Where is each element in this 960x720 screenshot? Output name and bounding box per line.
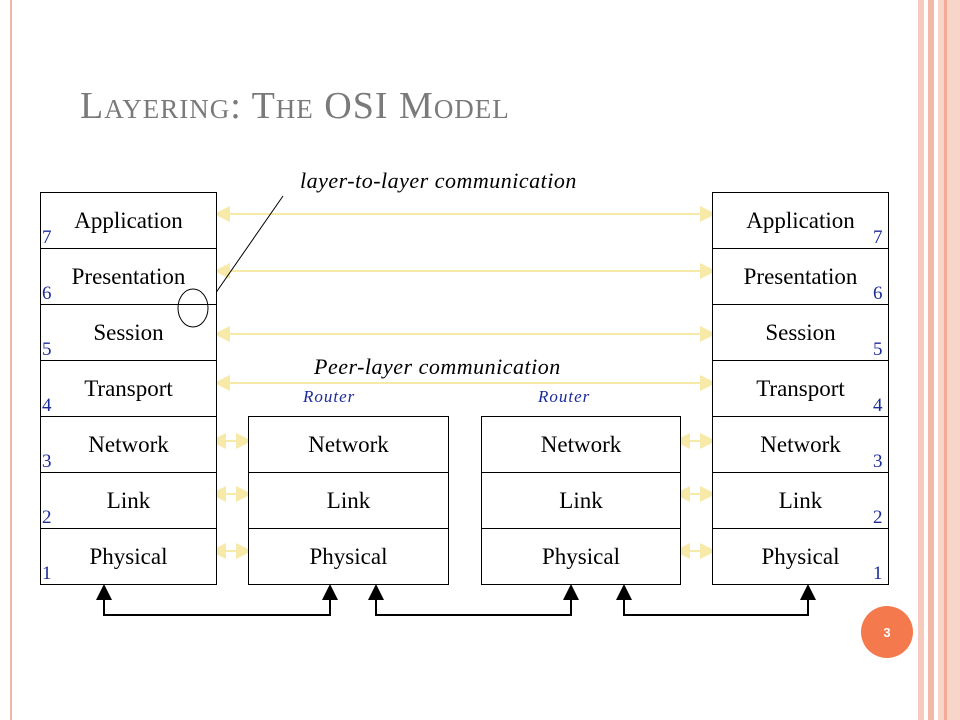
layer-presentation: Presentation	[40, 248, 217, 305]
layer-link: Link	[40, 472, 217, 529]
annotation-label: layer-to-layer communication	[300, 168, 577, 193]
physical-link-3	[616, 584, 816, 616]
slide-number-badge: 3	[861, 606, 913, 658]
decor-stripe	[944, 0, 947, 720]
router-label: Router	[303, 387, 356, 406]
layer-application: Application	[40, 192, 217, 249]
layer-network: Network	[481, 416, 681, 473]
layer-network: Network	[248, 416, 449, 473]
layer-session: Session	[40, 304, 217, 361]
layer-number: 6	[873, 283, 883, 304]
decor-stripe	[938, 0, 960, 720]
layer-network: Network	[40, 416, 217, 473]
layer-number: 3	[873, 451, 883, 472]
layer-session: Session	[712, 304, 889, 361]
layer-application: Application	[712, 192, 889, 249]
layer-physical: Physical	[481, 528, 681, 585]
annotation-pointer	[205, 195, 284, 308]
layer-number: 7	[873, 227, 883, 248]
physical-link-1	[96, 584, 338, 616]
layer-link: Link	[481, 472, 681, 529]
layer-physical: Physical	[712, 528, 889, 585]
layer-network: Network	[712, 416, 889, 473]
layer-link: Link	[248, 472, 449, 529]
layer-transport: Transport	[712, 360, 889, 417]
layer-physical: Physical	[40, 528, 217, 585]
peer-layer-label: Peer-layer communication	[314, 354, 561, 379]
slide-border	[10, 0, 12, 720]
layer-number: 3	[42, 451, 52, 472]
physical-link-2	[368, 584, 579, 616]
layer-number: 4	[42, 395, 52, 416]
router-label: Router	[538, 387, 591, 406]
decor-stripe	[918, 0, 924, 720]
layer-link: Link	[712, 472, 889, 529]
layer-number: 5	[42, 339, 52, 360]
layer-transport: Transport	[40, 360, 217, 417]
layer-presentation: Presentation	[712, 248, 889, 305]
slide-title: Layering: The OSI Model	[80, 85, 510, 127]
layer-number: 4	[873, 395, 883, 416]
layer-number: 1	[873, 563, 883, 584]
layer-number: 1	[42, 563, 52, 584]
layer-number: 7	[42, 227, 52, 248]
layer-number: 2	[42, 507, 52, 528]
layer-number: 6	[42, 283, 52, 304]
layer-number: 5	[873, 339, 883, 360]
layer-number: 2	[873, 507, 883, 528]
layer-physical: Physical	[248, 528, 449, 585]
decor-stripe	[928, 0, 934, 720]
